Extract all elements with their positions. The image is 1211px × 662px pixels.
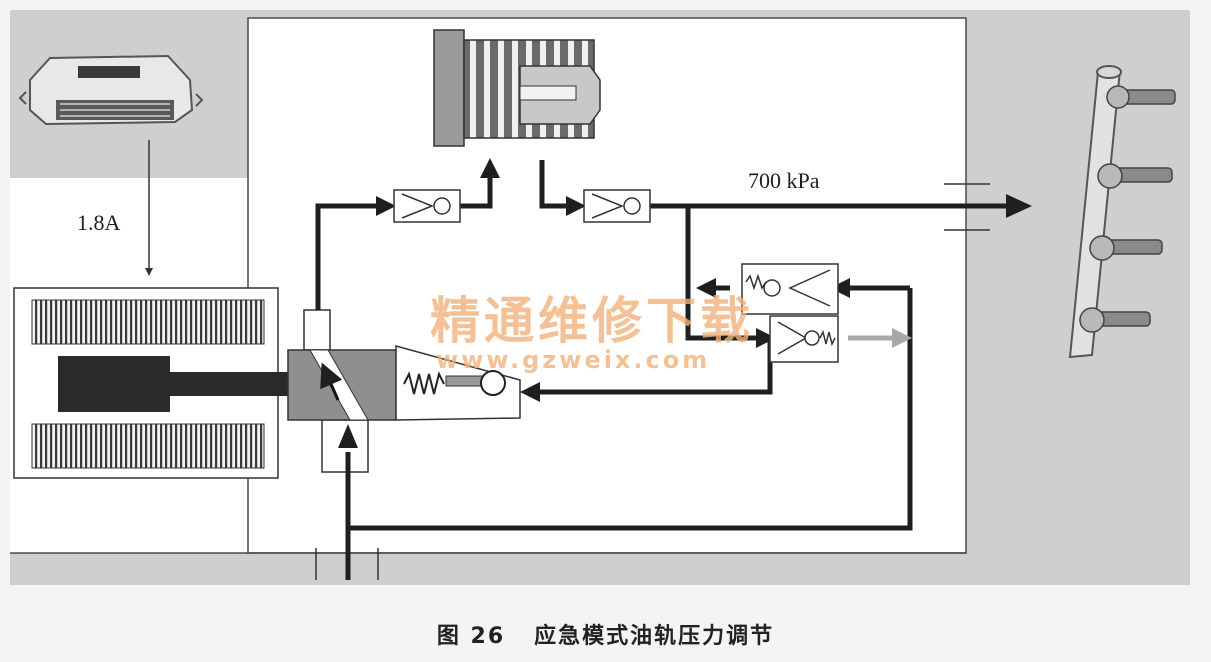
check-valve-icon	[741, 263, 839, 363]
housing-fittings	[315, 183, 990, 580]
fuel-lines	[315, 160, 1010, 580]
pressure-label: 700 kPa	[748, 168, 820, 193]
high-pressure-pump-icon	[433, 29, 601, 147]
check-valve-icon	[393, 189, 651, 223]
figure-caption: 图 26 应急模式油轨压力调节	[436, 624, 775, 649]
pressure-regulator-valve-icon	[287, 309, 521, 473]
fuel-rail-injectors-icon	[1068, 65, 1176, 359]
ecu-module-icon	[18, 54, 204, 126]
current-label: 1.8A	[77, 210, 121, 235]
solenoid-coil-icon	[13, 287, 288, 479]
watermark-text: 精通维修下载	[430, 292, 754, 350]
watermark-url: www.gzweix.com	[436, 346, 710, 374]
flow-arrowheads	[338, 158, 1032, 448]
